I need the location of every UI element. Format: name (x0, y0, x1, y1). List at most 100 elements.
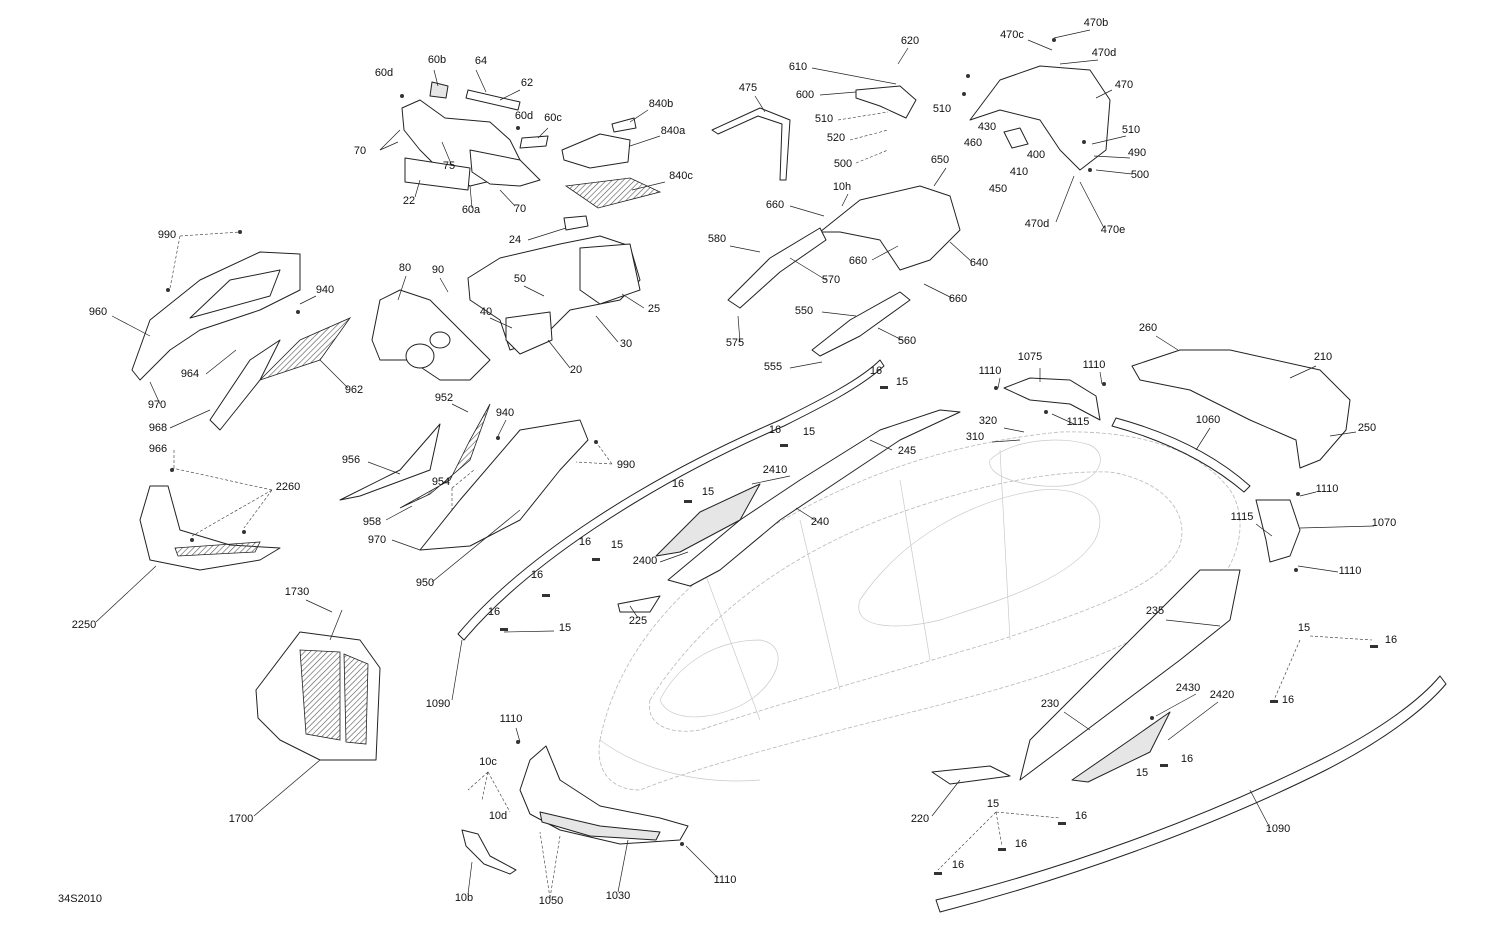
part-callout-c-20: 20 (570, 364, 582, 376)
part-callout-c-10h: 10h (833, 181, 851, 193)
part-callout-c-1115-b: 1115 (1231, 511, 1254, 523)
lid-assembly (561, 117, 662, 209)
part-callout-c-40: 40 (480, 306, 492, 318)
left-side-panels (131, 251, 589, 571)
part-callout-c-15-c: 15 (702, 486, 714, 498)
part-callout-c-80: 80 (399, 262, 411, 274)
part-callout-c-60d-a: 60d (375, 67, 393, 79)
part-callout-c-575: 575 (726, 337, 744, 349)
part-callout-c-16-j: 16 (1075, 810, 1087, 822)
part-callout-c-470d-b: 470d (1025, 218, 1049, 230)
part-callout-c-320: 320 (979, 415, 997, 427)
part-callout-c-970-a: 970 (148, 399, 166, 411)
part-callout-c-16-i: 16 (1181, 753, 1193, 765)
part-callout-c-60d-b: 60d (515, 110, 533, 122)
part-callout-c-2430: 2430 (1176, 682, 1200, 694)
part-callout-c-952: 952 (435, 392, 453, 404)
part-callout-c-990-a: 990 (158, 229, 176, 241)
part-callout-c-75: 75 (443, 160, 455, 172)
part-callout-c-962: 962 (345, 384, 363, 396)
part-callout-c-510-b: 510 (933, 103, 951, 115)
part-callout-c-50: 50 (514, 273, 526, 285)
part-callout-c-64: 64 (475, 55, 487, 67)
part-callout-c-210: 210 (1314, 351, 1332, 363)
part-callout-c-1110-a: 1110 (979, 365, 1002, 377)
part-callout-c-15-d: 15 (611, 539, 623, 551)
part-callout-c-520: 520 (827, 132, 845, 144)
part-callout-c-10d: 10d (489, 810, 507, 822)
part-callout-c-15-e: 15 (559, 622, 571, 634)
part-callout-c-470e: 470e (1101, 224, 1125, 236)
part-callout-c-500-b: 500 (1131, 169, 1149, 181)
part-callout-c-2410: 2410 (763, 464, 787, 476)
part-callout-c-15-b: 15 (803, 426, 815, 438)
part-callout-c-220: 220 (911, 813, 929, 825)
part-callout-c-15-a: 15 (896, 376, 908, 388)
part-callout-c-600: 600 (796, 89, 814, 101)
part-callout-c-460: 460 (964, 137, 982, 149)
part-callout-c-840a: 840a (661, 125, 686, 137)
part-callout-c-650: 650 (931, 154, 949, 166)
part-callout-c-660-a: 660 (766, 199, 784, 211)
part-callout-c-60b: 60b (428, 54, 446, 66)
part-callout-c-470c: 470c (1000, 29, 1024, 41)
part-callout-c-10b: 10b (455, 892, 473, 904)
part-callout-c-970-b: 970 (368, 534, 386, 546)
diagram-reference-code: 34S2010 (58, 893, 102, 905)
part-callout-c-16-g: 16 (1385, 634, 1397, 646)
part-callout-c-1060: 1060 (1196, 414, 1220, 426)
part-callout-c-990-b: 990 (617, 459, 635, 471)
part-callout-c-660-c: 660 (949, 293, 967, 305)
part-callout-c-400: 400 (1027, 149, 1045, 161)
part-callout-c-1110-d: 1110 (1339, 565, 1362, 577)
part-callout-c-555: 555 (764, 361, 782, 373)
part-callout-c-230: 230 (1041, 698, 1059, 710)
part-callout-c-968: 968 (149, 422, 167, 434)
footrest-mat (255, 609, 381, 761)
seat-rails (711, 65, 1111, 357)
part-callout-c-16-h: 16 (1282, 694, 1294, 706)
leader-lines (95, 29, 1375, 899)
part-callout-c-16-c: 16 (672, 478, 684, 490)
part-callout-c-470b: 470b (1084, 17, 1108, 29)
part-callout-c-24: 24 (509, 234, 521, 246)
part-callout-c-450: 450 (989, 183, 1007, 195)
part-callout-c-1050: 1050 (539, 895, 563, 907)
rub-rails (457, 359, 1447, 913)
part-callout-c-10c: 10c (479, 756, 497, 768)
part-callout-c-620: 620 (901, 35, 919, 47)
part-callout-c-1030: 1030 (606, 890, 630, 902)
part-callout-c-964: 964 (181, 368, 199, 380)
part-callout-c-1110-b: 1110 (1083, 359, 1106, 371)
part-callout-c-490: 490 (1128, 147, 1146, 159)
part-callout-c-840c: 840c (669, 170, 693, 182)
part-callout-c-1070: 1070 (1372, 517, 1396, 529)
part-callout-c-950: 950 (416, 577, 434, 589)
part-callout-c-16-k: 16 (1015, 838, 1027, 850)
part-callout-c-560: 560 (898, 335, 916, 347)
part-callout-c-610: 610 (789, 61, 807, 73)
front-cowl-module (401, 81, 549, 191)
part-callout-c-550: 550 (795, 305, 813, 317)
part-callout-c-640: 640 (970, 257, 988, 269)
part-callout-c-1115-a: 1115 (1067, 416, 1090, 428)
part-callout-c-510-c: 510 (1122, 124, 1140, 136)
part-callout-c-580: 580 (708, 233, 726, 245)
part-callout-c-1075: 1075 (1018, 351, 1042, 363)
part-callout-c-1730: 1730 (285, 586, 309, 598)
part-callout-c-660-b: 660 (849, 255, 867, 267)
part-callout-c-225: 225 (629, 615, 647, 627)
part-callout-c-500-a: 500 (834, 158, 852, 170)
hull-outline (598, 431, 1241, 791)
part-callout-c-16-f: 16 (488, 606, 500, 618)
part-callout-c-1090-a: 1090 (426, 698, 450, 710)
part-callout-c-475: 475 (739, 82, 757, 94)
part-callout-c-310: 310 (966, 431, 984, 443)
part-callout-c-940-a: 940 (316, 284, 334, 296)
part-callout-c-960: 960 (89, 306, 107, 318)
part-callout-c-16-b: 16 (769, 424, 781, 436)
part-callout-c-1700: 1700 (229, 813, 253, 825)
part-callout-c-16-d: 16 (579, 536, 591, 548)
part-callout-c-60c: 60c (544, 112, 562, 124)
